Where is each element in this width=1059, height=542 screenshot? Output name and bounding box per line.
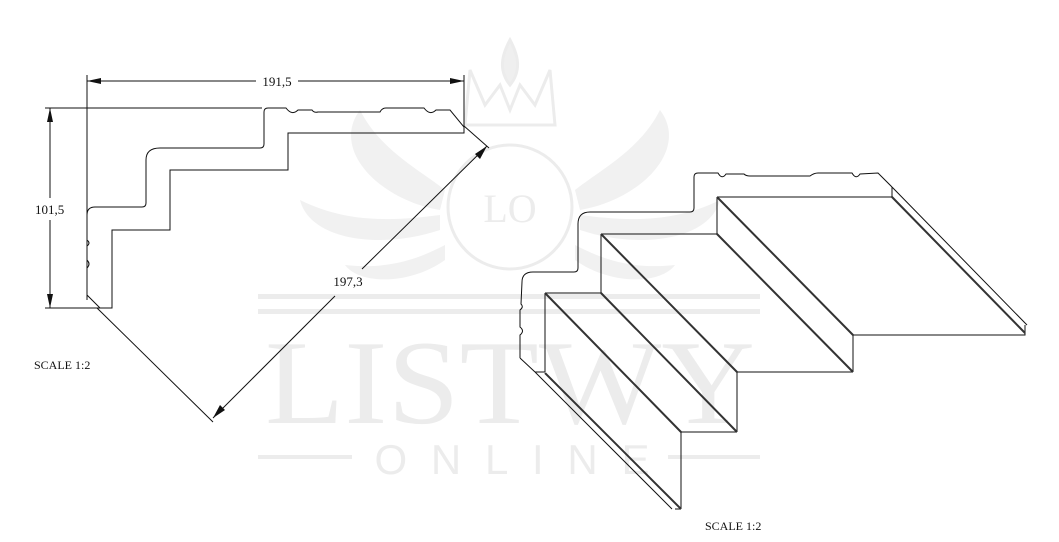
crown-icon (463, 36, 557, 127)
isometric-view: SCALE 1:2 (519, 172, 1028, 533)
dimension-line (361, 145, 488, 270)
diagonal-dimension-label: 197,3 (333, 274, 362, 289)
step-edge (600, 292, 738, 433)
monogram-ring (446, 143, 574, 271)
middle-step-edges (600, 233, 853, 432)
leaf-ornament-left-icon (300, 110, 445, 280)
profile-outline (86, 107, 465, 309)
watermark-rule (258, 294, 760, 299)
lower-step-edges (519, 292, 737, 510)
extension-line (463, 125, 490, 149)
iso-scale-label: SCALE 1:2 (705, 519, 761, 533)
step-edge (716, 233, 854, 373)
watermark-monogram: LO (483, 186, 536, 231)
watermark-brand: LISTWY (265, 316, 755, 449)
width-dimension-label: 191,5 (262, 74, 291, 89)
profile-view: 191,5 101,5 197,3 SCALE 1:2 (34, 74, 490, 423)
dimension-line (212, 295, 336, 419)
height-dimension-label: 101,5 (35, 202, 64, 217)
watermark-rule (258, 309, 760, 314)
iso-profile-outline (519, 172, 893, 358)
bevel-edge (544, 372, 682, 510)
bevel-edge (891, 186, 1028, 326)
profile-scale-label: SCALE 1:2 (34, 358, 90, 372)
step-edge (716, 196, 854, 336)
leaf-ornament-right-icon (575, 110, 720, 280)
bevel-edge (891, 196, 1026, 334)
watermark-rule (258, 455, 352, 459)
watermark-rule (668, 455, 760, 459)
top-step-edges (716, 187, 1026, 372)
step-edge (600, 233, 738, 373)
bevel-edge (534, 371, 673, 510)
step-edge (544, 292, 682, 433)
watermark-logo: LO LISTWY ONLINE (258, 36, 760, 483)
extension-line (96, 307, 214, 423)
